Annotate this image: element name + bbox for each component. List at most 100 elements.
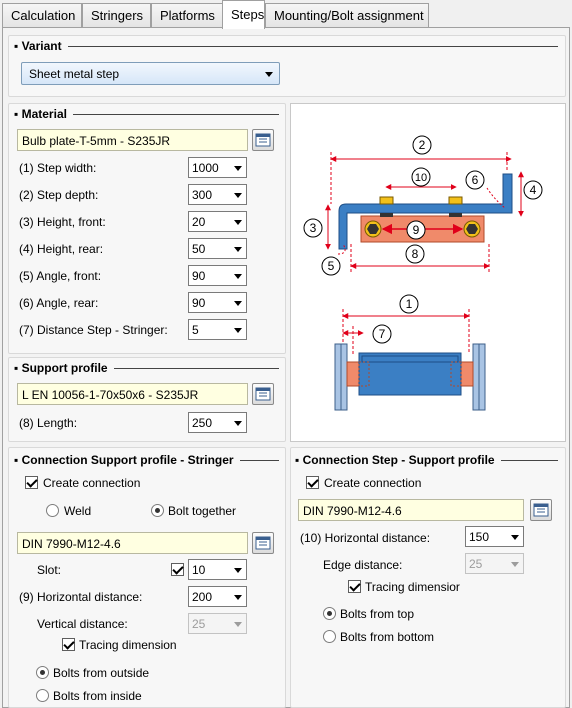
- material-field[interactable]: Bulb plate-T-5mm - S235JR: [17, 129, 248, 151]
- bolt-hex: [367, 224, 379, 234]
- variant-value: Sheet metal step: [29, 67, 120, 81]
- tracing-dimension-step-label: Tracing dimensior: [365, 580, 460, 594]
- bolt-nut: [449, 213, 462, 217]
- tab-stringers[interactable]: Stringers: [82, 3, 151, 27]
- step-width-label: (1) Step width:: [19, 161, 97, 175]
- library-button-bolt-stringer[interactable]: [252, 532, 274, 554]
- callout-8-text: 8: [412, 247, 419, 261]
- bolts-from-outside-label: Bolts from outside: [53, 666, 150, 680]
- support-hidden: [450, 361, 462, 387]
- support-title: ▪ Support profile: [14, 361, 114, 375]
- edge-distance-select[interactable]: 25: [465, 553, 524, 574]
- distance-step-stringer-label: (7) Distance Step - Stringer:: [19, 323, 168, 337]
- tracing-dimension-step-checkbox[interactable]: [348, 580, 361, 593]
- conn-step-title-text: Connection Step - Support profile: [302, 453, 495, 467]
- bolt-step-field[interactable]: DIN 7990-M12-4.6: [298, 499, 524, 521]
- length-select[interactable]: 250: [188, 412, 247, 433]
- stringer-hdist-value: 200: [192, 590, 213, 604]
- bolt-together-radio[interactable]: [151, 504, 164, 517]
- library-button-bolt-step[interactable]: [530, 499, 552, 521]
- create-connection-stringer-checkbox[interactable]: [25, 476, 38, 489]
- tab-mounting-bolt-assignment[interactable]: Mounting/Bolt assignment: [265, 3, 429, 27]
- library-icon: [255, 387, 271, 401]
- tab-bar: Calculation Stringers Platforms Steps Mo…: [0, 0, 572, 29]
- chevron-down-icon: [234, 301, 242, 306]
- bolts-from-top-label: Bolts from top: [340, 607, 415, 621]
- callout-6-text: 6: [472, 173, 479, 187]
- length-value: 250: [192, 416, 213, 430]
- height-rear-select[interactable]: 50: [188, 238, 247, 259]
- callout-2: 2: [412, 135, 432, 155]
- tab-steps[interactable]: Steps: [222, 0, 265, 29]
- bolts-from-inside-radio[interactable]: [36, 689, 49, 702]
- distance-step-stringer-value: 5: [192, 323, 199, 337]
- conn-step-title: ▪ Connection Step - Support profile: [295, 453, 501, 467]
- bolt-head: [379, 196, 394, 205]
- tracing-dimension-stringer-checkbox[interactable]: [62, 638, 75, 651]
- slot-checkbox[interactable]: [171, 563, 184, 576]
- step-depth-label: (2) Step depth:: [19, 188, 99, 202]
- callout-8: 8: [405, 244, 425, 264]
- step-hdist-select[interactable]: 150: [465, 526, 524, 547]
- bolt-together-label: Bolt together: [168, 504, 237, 518]
- distance-step-stringer-select[interactable]: 5: [188, 319, 247, 340]
- step-depth-select[interactable]: 300: [188, 184, 247, 205]
- slot-select[interactable]: 10: [188, 559, 247, 580]
- height-front-select[interactable]: 20: [188, 211, 247, 232]
- angle-front-select[interactable]: 90: [188, 265, 247, 286]
- callout-7-text: 7: [379, 327, 386, 341]
- bolts-from-top-radio[interactable]: [323, 607, 336, 620]
- library-button-support[interactable]: [252, 383, 274, 405]
- material-title-text: Material: [21, 107, 67, 121]
- library-icon: [255, 536, 271, 550]
- chevron-down-icon: [234, 595, 242, 600]
- step-depth-value: 300: [192, 188, 213, 202]
- chevron-down-icon: [234, 421, 242, 426]
- conn-stringer-title: ▪ Connection Support profile - Stringer: [14, 453, 240, 467]
- angle-front-label: (5) Angle, front:: [19, 269, 102, 283]
- length-label: (8) Length:: [19, 416, 78, 430]
- angle-front-value: 90: [192, 269, 206, 283]
- support-profile-field[interactable]: L EN 10056-1-70x50x6 - S235JR: [17, 383, 248, 405]
- callout-1-text: 1: [406, 297, 413, 311]
- callout-5: 5: [321, 256, 341, 276]
- chevron-down-icon: [234, 193, 242, 198]
- angle-rear-value: 90: [192, 296, 206, 310]
- library-icon: [255, 133, 271, 147]
- chevron-down-icon: [234, 220, 242, 225]
- tab-platforms[interactable]: Platforms: [151, 3, 223, 27]
- callout-10: 10: [411, 167, 431, 187]
- step-diagram-svg: 2 10 6 4 3 9 5 8 1 7: [303, 135, 543, 411]
- step-plan: [358, 352, 462, 396]
- bolts-from-bottom-radio[interactable]: [323, 630, 336, 643]
- bolt-stringer-field[interactable]: DIN 7990-M12-4.6: [17, 532, 248, 554]
- step-width-value: 1000: [192, 161, 219, 175]
- height-front-label: (3) Height, front:: [19, 215, 106, 229]
- stringer-hdist-select[interactable]: 200: [188, 586, 247, 607]
- slot-value: 10: [192, 563, 206, 577]
- callout-1: 1: [399, 294, 419, 314]
- variant-divider: [14, 46, 558, 47]
- create-connection-step-checkbox[interactable]: [306, 476, 319, 489]
- library-button-material[interactable]: [252, 129, 274, 151]
- variant-select[interactable]: Sheet metal step: [21, 62, 280, 85]
- vertical-distance-select[interactable]: 25: [188, 613, 247, 634]
- bolt-hex: [466, 224, 478, 234]
- step-profile: [338, 173, 513, 250]
- step-hdist-value: 150: [469, 530, 490, 544]
- chevron-down-icon: [234, 328, 242, 333]
- support-divider: [14, 368, 279, 369]
- step-hdist-label: (10) Horizontal distance:: [300, 531, 431, 545]
- bolts-from-inside-label: Bolts from inside: [53, 689, 142, 703]
- bolts-from-outside-radio[interactable]: [36, 666, 49, 679]
- tab-calculation[interactable]: Calculation: [2, 3, 82, 27]
- step-width-select[interactable]: 1000: [188, 157, 247, 178]
- weld-radio[interactable]: [46, 504, 59, 517]
- weld-label: Weld: [64, 504, 92, 518]
- callout-4: 4: [523, 180, 543, 200]
- chevron-down-icon: [234, 247, 242, 252]
- angle-rear-select[interactable]: 90: [188, 292, 247, 313]
- stringer-hdist-label: (9) Horizontal distance:: [19, 590, 143, 604]
- callout-9-text: 9: [413, 223, 420, 237]
- step-diagram: 2 10 6 4 3 9 5 8 1 7: [290, 103, 566, 442]
